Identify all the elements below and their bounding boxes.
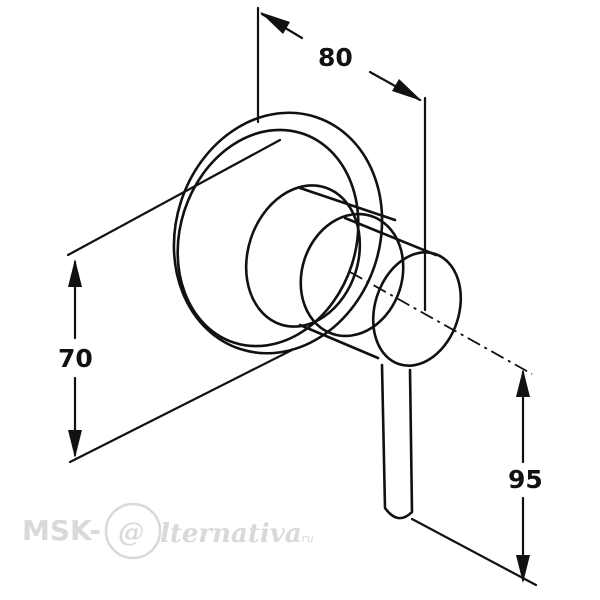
dimension-plate-height: 70 <box>58 138 294 464</box>
depth-value-label: 80 <box>318 43 353 72</box>
plate-arrow-top <box>68 259 82 287</box>
body-base-ring <box>244 184 362 328</box>
watermark-at-ring <box>104 502 162 560</box>
handle-top-edge <box>343 216 438 257</box>
wall-plate <box>172 111 384 355</box>
plate-extension-bottom <box>68 348 294 464</box>
watermark: MSK- @ lternativa .ru <box>22 502 314 560</box>
plate-back-rim <box>172 111 384 355</box>
watermark-brand: lternativa <box>160 519 302 549</box>
lever-arrow-bottom <box>516 555 530 583</box>
body-collar <box>299 212 405 338</box>
depth-arrow-left <box>260 12 290 34</box>
watermark-at-symbol: @ <box>118 518 144 548</box>
lever-arrow-top <box>516 369 530 397</box>
lever-height-value-label: 95 <box>508 465 543 494</box>
lever-extension-bottom <box>410 517 538 587</box>
body-bottom-edge <box>298 323 380 360</box>
depth-arrow-right <box>392 79 422 101</box>
lever-outline <box>380 363 414 520</box>
plate-arrow-bottom <box>68 430 82 458</box>
center-axis-line <box>349 271 533 375</box>
dimension-depth: 80 <box>256 6 427 312</box>
plate-extension-top <box>66 138 282 257</box>
lever <box>380 363 414 520</box>
plate-height-value-label: 70 <box>58 344 93 373</box>
plate-front-rim <box>176 128 360 348</box>
body-top-edge <box>298 186 397 222</box>
watermark-prefix: MSK- <box>22 514 101 547</box>
watermark-tld: .ru <box>298 532 314 545</box>
dimension-lever-height: 95 <box>410 369 543 587</box>
mixer-body <box>244 184 463 367</box>
